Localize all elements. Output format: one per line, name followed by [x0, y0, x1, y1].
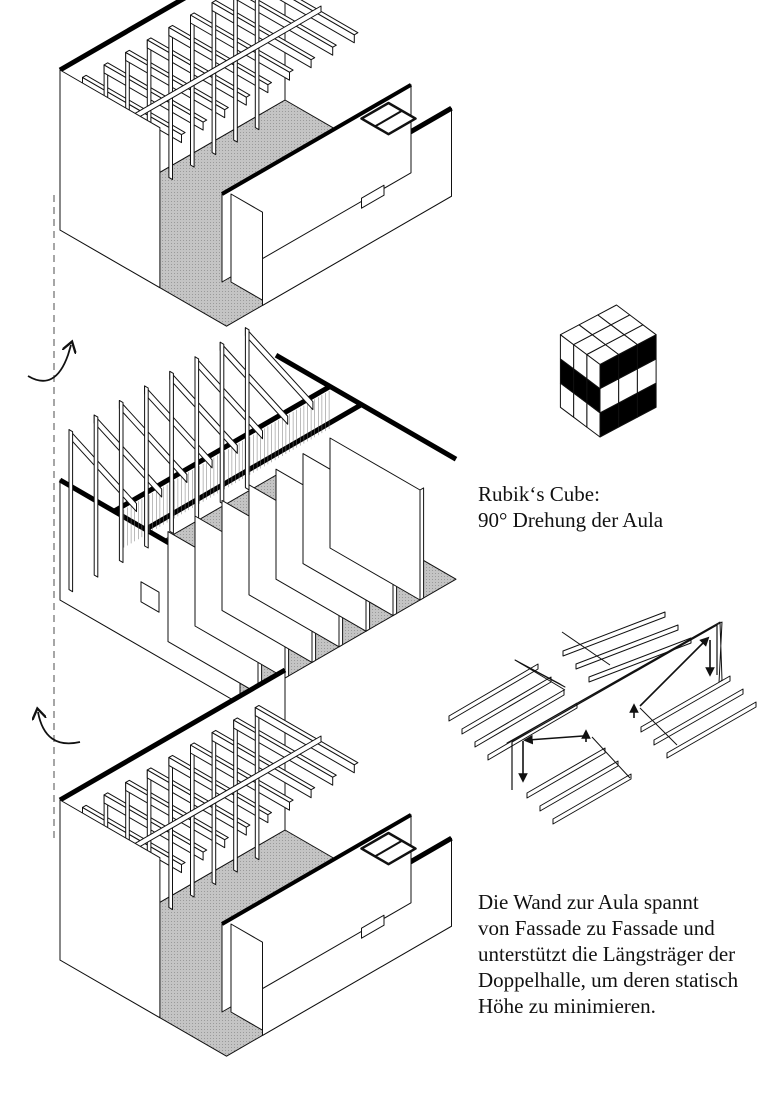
rubiks-cube-icon: [559, 304, 657, 438]
wall-section-cut: [274, 353, 458, 462]
joist: [526, 747, 606, 799]
left-end-wall: [59, 799, 161, 1019]
left-end-wall: [59, 69, 161, 289]
fin-post: [190, 744, 195, 898]
cube-cell: [597, 304, 631, 326]
joist: [640, 675, 731, 733]
fin-post: [254, 707, 260, 861]
column: [219, 341, 225, 505]
roof-beam: [194, 356, 263, 440]
isometric-building-top: [58, 0, 453, 327]
joist: [588, 637, 692, 683]
window: [361, 914, 385, 939]
partition-edge: [419, 487, 425, 601]
rotation-arrow-upper-icon: [27, 345, 71, 382]
caption-line: unterstützt die Längsträger der: [478, 942, 736, 966]
roof-beam: [169, 370, 238, 454]
fin-post: [211, 732, 217, 886]
roof-beam-top: [293, 0, 359, 36]
caption-line: Höhe zu minimieren.: [478, 994, 656, 1018]
force-arrow-icon: [639, 636, 710, 707]
window: [361, 184, 385, 209]
wall-section-cut: [220, 813, 413, 926]
caption-line: Die Wand zur Aula spannt: [478, 890, 699, 914]
cross-girder: [639, 707, 678, 746]
long-girder-edge: [511, 624, 718, 743]
force-arrow-icon: [523, 734, 584, 745]
joist: [666, 701, 757, 759]
joist: [474, 689, 565, 748]
caption-line: Rubik‘s Cube:: [478, 482, 600, 506]
cross-girder: [591, 736, 631, 779]
roof-beam-top: [254, 704, 359, 766]
joist: [562, 611, 666, 657]
structure-caption: Die Wand zur Aula spannt von Fassade zu …: [478, 889, 738, 1019]
joist: [448, 663, 539, 722]
joist: [552, 773, 632, 825]
joist: [653, 688, 744, 746]
column: [93, 414, 99, 578]
stair-core-divider: [374, 109, 403, 128]
fin-post: [233, 0, 238, 143]
roof-beam: [93, 414, 163, 498]
isometric-building-bottom: [58, 667, 453, 1057]
fin-post: [254, 0, 260, 131]
stair-core-divider: [374, 839, 403, 858]
fin-post: [233, 719, 238, 873]
roof-beam: [144, 385, 213, 469]
caption-line: Doppelhalle, um deren statisch: [478, 968, 739, 992]
fin-post: [211, 2, 217, 156]
wall-section-cut: [58, 667, 287, 803]
end-wall: [230, 923, 263, 1031]
column: [68, 429, 74, 593]
column: [118, 399, 124, 564]
caption-line: von Fassade zu Fassade und: [478, 916, 715, 940]
fin-post: [168, 26, 173, 181]
fin-post: [168, 756, 173, 911]
cross-girder: [514, 659, 566, 691]
column: [144, 385, 149, 549]
roof-beam: [118, 399, 188, 483]
joist: [539, 760, 619, 812]
rotation-arrow-lower-icon: [38, 712, 81, 745]
caption-line: 90° Drehung der Aula: [478, 508, 664, 532]
cross-girder: [561, 631, 611, 666]
rubiks-cube-caption: Rubik‘s Cube: 90° Drehung der Aula: [478, 481, 663, 533]
column: [169, 370, 174, 534]
joist: [575, 624, 679, 670]
structural-beam-diagram: [448, 611, 757, 825]
window: [140, 581, 160, 613]
fin-post: [190, 14, 195, 168]
end-wall: [230, 193, 263, 301]
wall-section-cut: [220, 83, 413, 196]
column: [244, 327, 250, 491]
wall-section-cut: [58, 0, 187, 73]
column: [194, 356, 200, 520]
isometric-building-middle: [58, 327, 458, 705]
